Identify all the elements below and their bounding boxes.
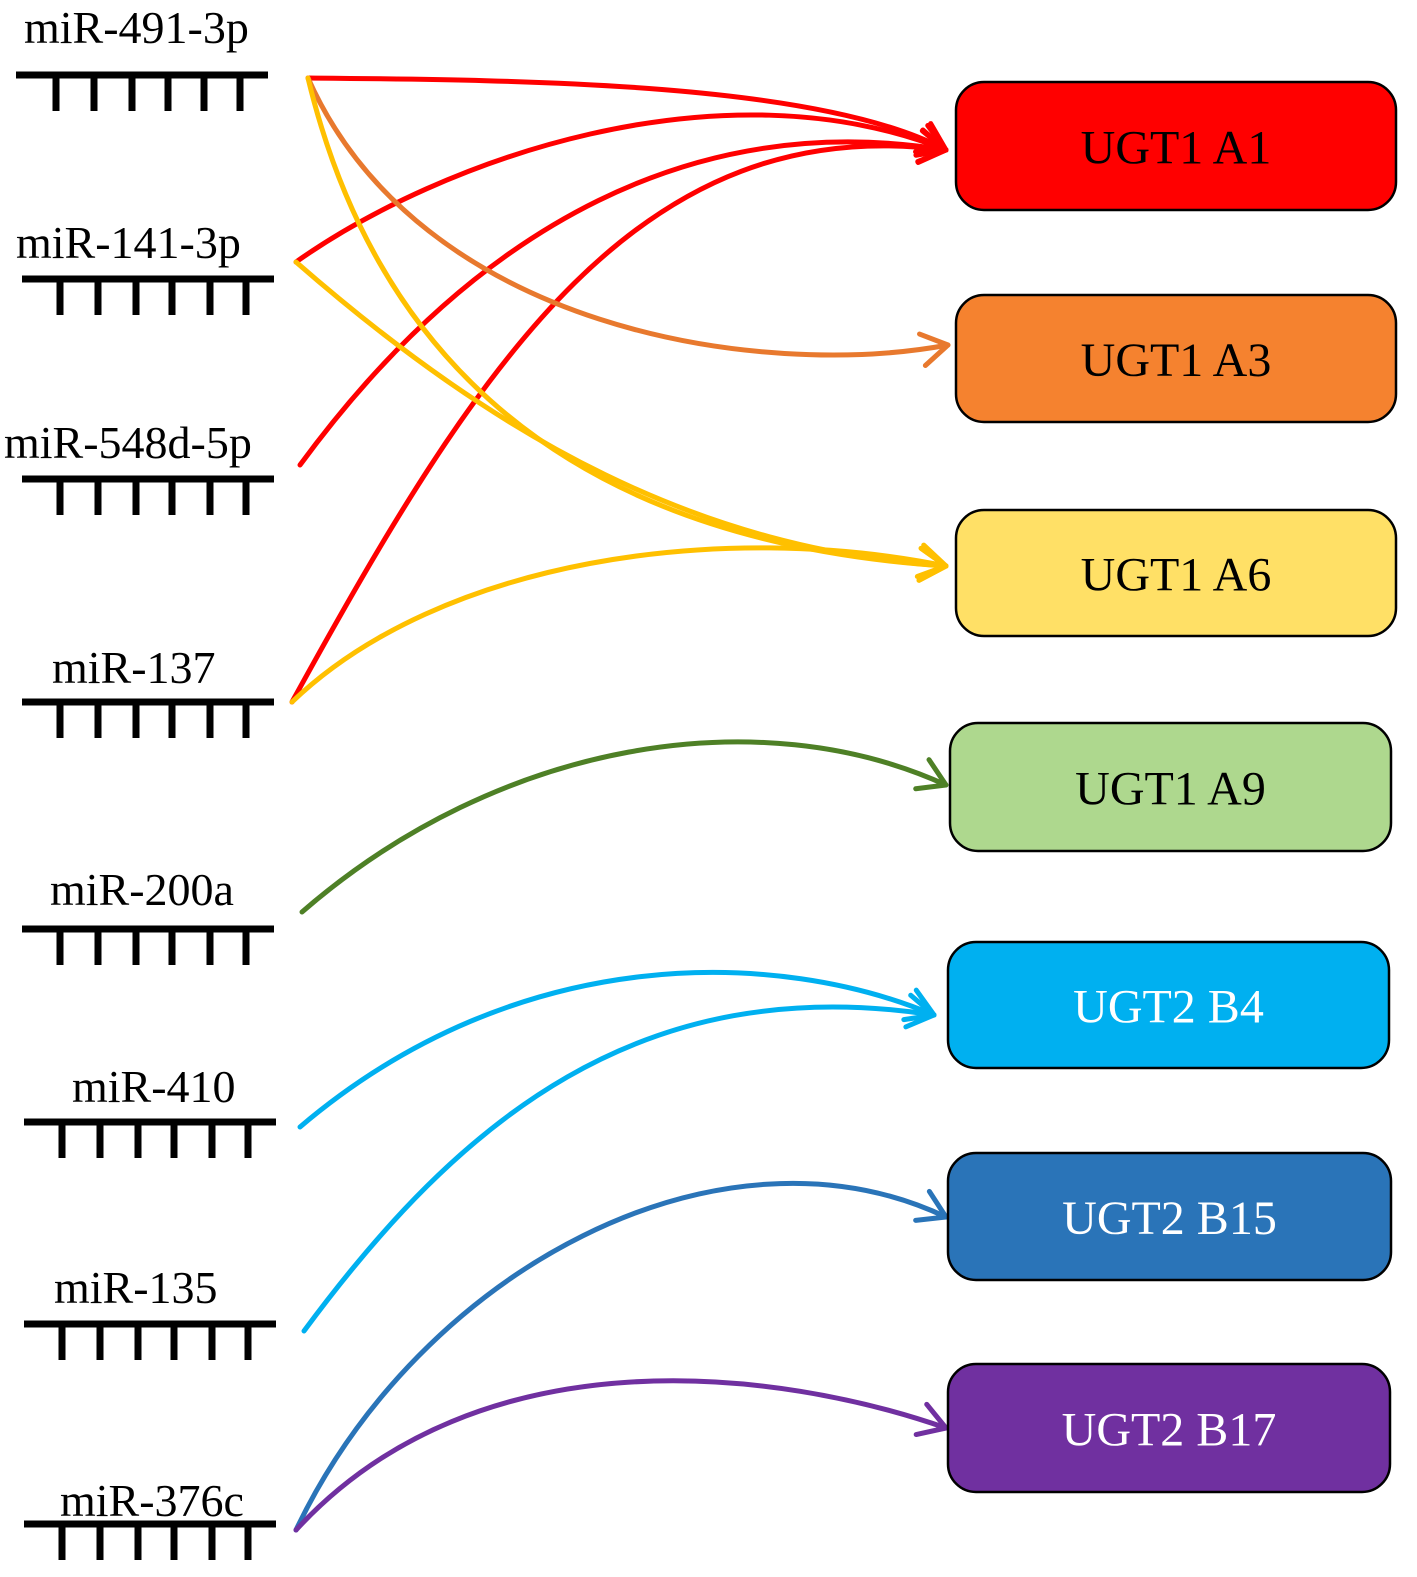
link-mir137-a6 xyxy=(289,542,949,705)
link-mir491-a3 xyxy=(305,75,951,368)
mirna-label: miR-141-3p xyxy=(16,217,241,268)
links-layer xyxy=(289,75,951,1533)
gene-label: UGT1 A3 xyxy=(1081,334,1272,387)
mirna-mir376c: miR-376c xyxy=(24,1475,276,1560)
gene-a9: UGT1 A9 xyxy=(948,721,1393,853)
mirna-label: miR-410 xyxy=(72,1061,236,1112)
gene-box xyxy=(946,1362,1392,1494)
arrow-curve xyxy=(293,112,949,265)
mirna-label: miR-491-3p xyxy=(24,2,249,53)
gene-label: UGT2 B4 xyxy=(1073,981,1264,1034)
arrow-curve xyxy=(305,75,949,153)
gene-a6: UGT1 A6 xyxy=(954,508,1398,638)
link-mir548-a1 xyxy=(297,127,949,468)
arrow-head xyxy=(913,757,949,792)
gene-a1: UGT1 A1 xyxy=(954,80,1398,212)
gene-box xyxy=(954,293,1398,424)
mirna-mir548: miR-548d-5p xyxy=(4,417,274,515)
arrow-curve xyxy=(301,1004,937,1334)
link-mir376c-b17 xyxy=(293,1378,949,1533)
gene-box xyxy=(948,721,1393,853)
gene-b15: UGT2 B15 xyxy=(946,1151,1393,1282)
mirna-label: miR-548d-5p xyxy=(4,417,252,468)
link-mir137-a1 xyxy=(289,128,949,705)
arrow-curve xyxy=(305,75,951,358)
gene-b17: UGT2 B17 xyxy=(946,1362,1392,1494)
gene-box xyxy=(954,80,1398,212)
mirna-mir491: miR-491-3p xyxy=(16,2,268,111)
mirna-mir141: miR-141-3p xyxy=(16,217,274,315)
link-mir141-a6 xyxy=(293,259,949,583)
gene-label: UGT2 B17 xyxy=(1062,1404,1277,1457)
arrow-curve xyxy=(293,1181,949,1533)
gene-label: UGT2 B15 xyxy=(1062,1192,1277,1245)
gene-label: UGT1 A6 xyxy=(1081,549,1272,602)
gene-b4: UGT2 B4 xyxy=(946,940,1391,1070)
arrow-head xyxy=(914,542,949,579)
gene-box xyxy=(946,940,1391,1070)
mirna-mir410: miR-410 xyxy=(24,1061,276,1158)
mirna-mir137: miR-137 xyxy=(22,642,274,738)
mirna-mir135: miR-135 xyxy=(24,1262,276,1360)
arrow-head xyxy=(903,992,937,1030)
arrow-curve xyxy=(293,1378,949,1533)
mirna-label: miR-135 xyxy=(54,1262,218,1313)
gene-box xyxy=(954,508,1398,638)
arrow-curve xyxy=(305,75,949,569)
gene-label: UGT1 A1 xyxy=(1081,122,1272,175)
link-mir376c-b15 xyxy=(293,1181,949,1533)
link-mir200a-a9 xyxy=(299,739,949,915)
gene-box xyxy=(946,1151,1393,1282)
arrow-curve xyxy=(289,143,949,705)
mirna-mir200a: miR-200a xyxy=(22,864,274,965)
mirna-layer: miR-491-3p miR-141-3p miR-548d-5p miR-137 mi… xyxy=(4,2,276,1560)
arrow-curve xyxy=(299,739,949,915)
gene-label: UGT1 A9 xyxy=(1075,763,1266,816)
mirna-label: miR-137 xyxy=(52,642,216,693)
arrow-head xyxy=(915,128,949,165)
arrow-head xyxy=(917,331,951,368)
arrow-curve xyxy=(297,139,949,468)
arrow-head xyxy=(913,1401,949,1438)
gene-a3: UGT1 A3 xyxy=(954,293,1398,424)
gene-layer: UGT1 A1 UGT1 A3 UGT1 A6 UGT1 A9 UGT2 B4 UGT2 … xyxy=(946,80,1398,1494)
arrow-curve xyxy=(289,545,949,705)
mirna-label: miR-200a xyxy=(50,864,234,915)
link-mir135-b4 xyxy=(301,992,937,1334)
arrow-head xyxy=(913,1188,949,1223)
mirna-label: miR-376c xyxy=(60,1475,244,1526)
arrow-curve xyxy=(297,970,937,1130)
